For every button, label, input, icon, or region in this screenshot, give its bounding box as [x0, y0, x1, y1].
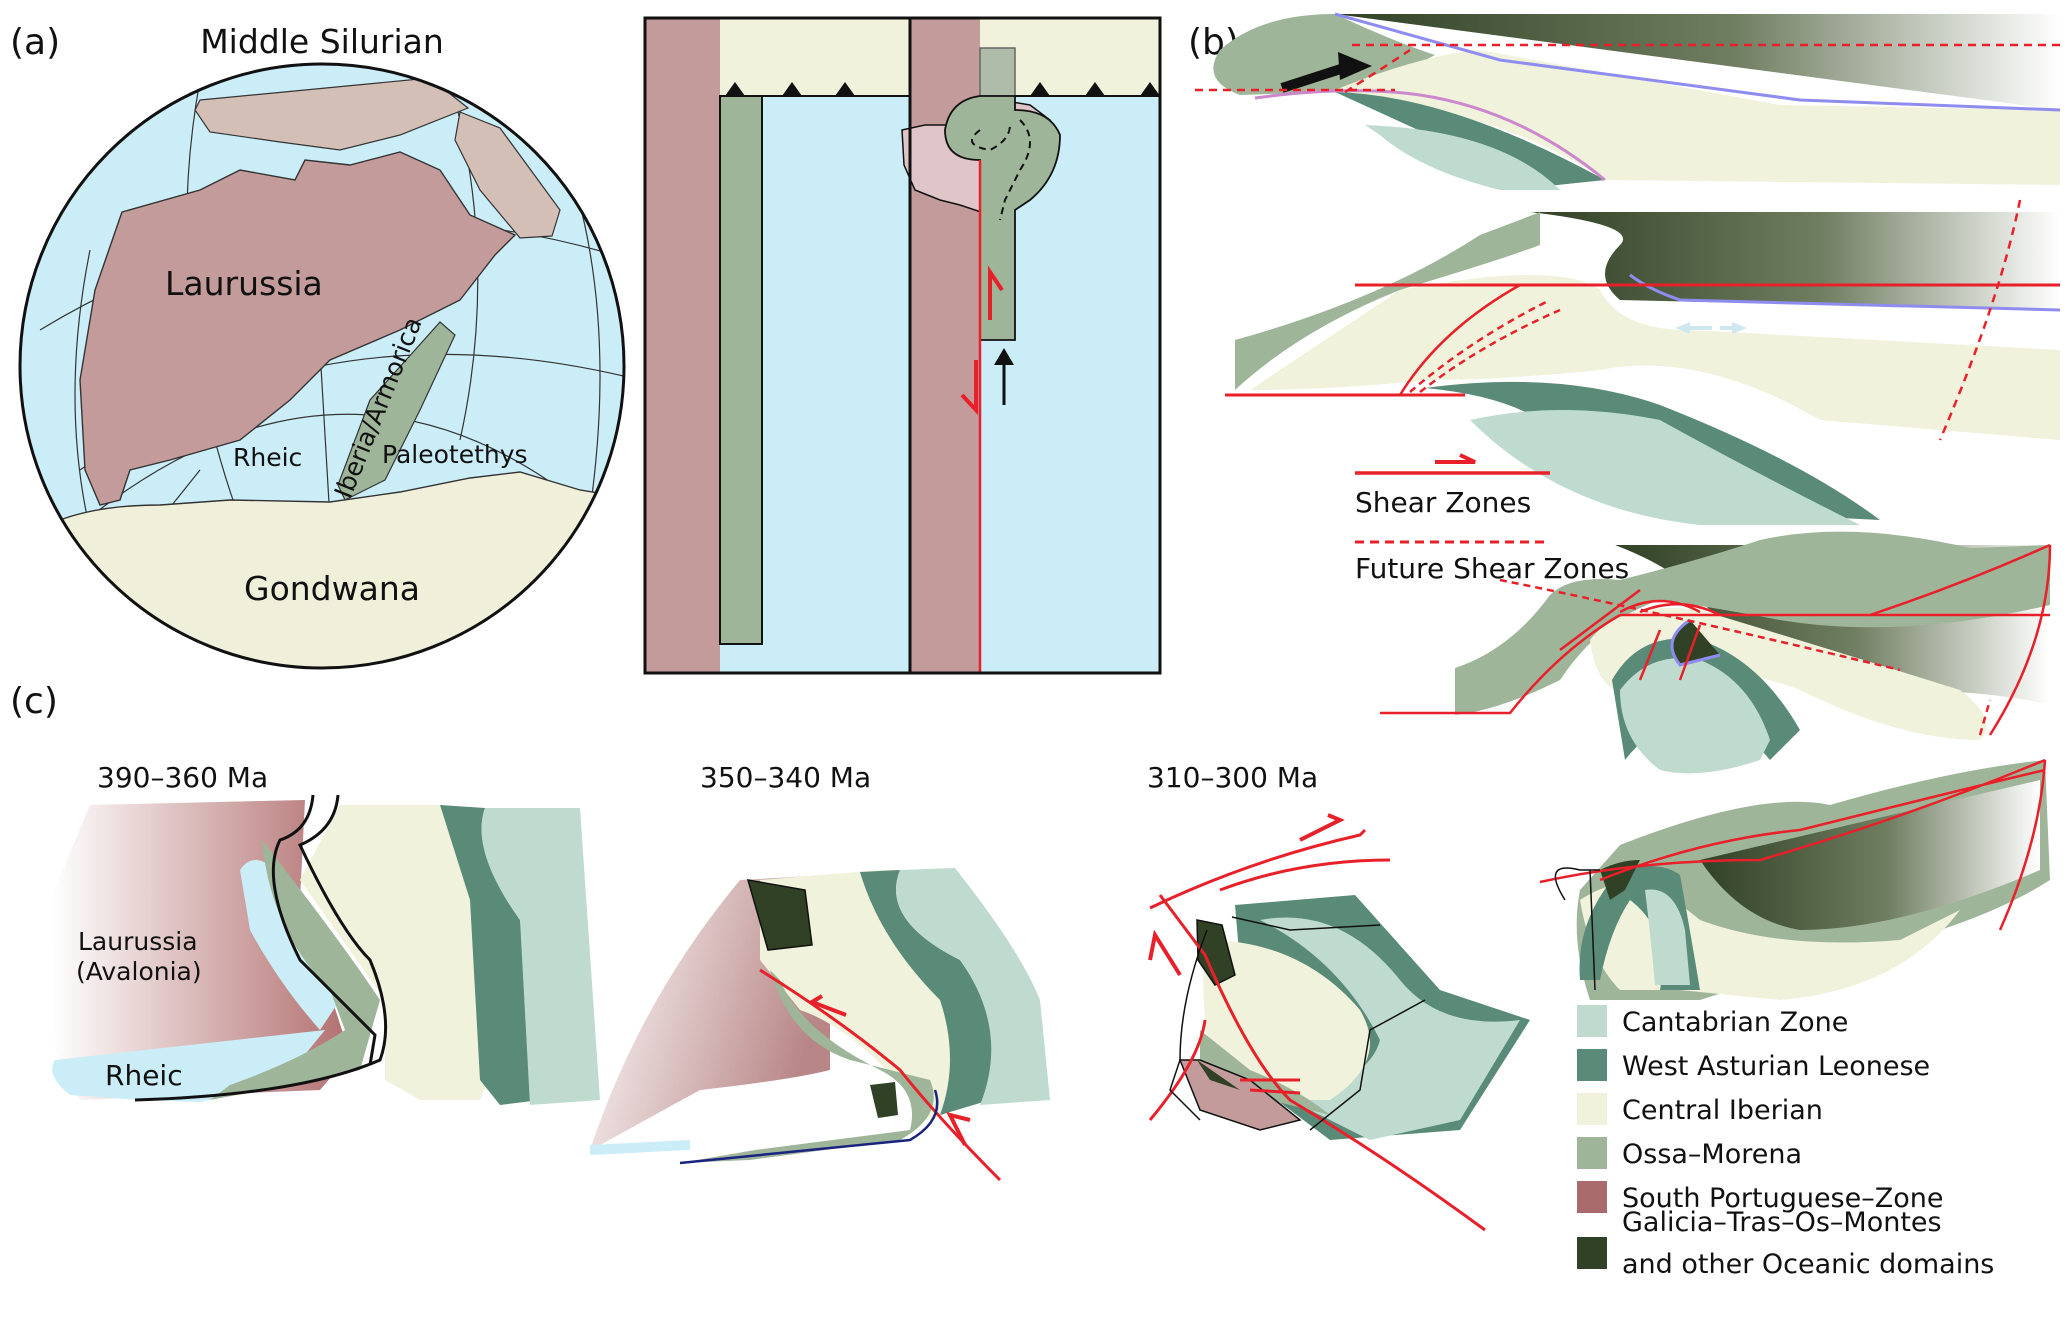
stage-1-label-avalonia: (Avalonia) [76, 957, 202, 986]
block-model-left [645, 18, 910, 673]
legend-label: Cantabrian Zone [1622, 1007, 1848, 1038]
stage-1-age: 390–360 Ma [97, 761, 268, 794]
stage-390-360: 390–360 Ma Laurussia (Avalonia) Rheic [50, 761, 600, 1105]
sinistral-arrow-up [988, 265, 1004, 320]
globe-outline [18, 62, 626, 670]
motion-arrow-head [994, 348, 1014, 365]
legend-swatch [1577, 1181, 1607, 1213]
globe [20, 64, 624, 668]
block-frame [643, 16, 1162, 675]
panel-a: (a) Middle Silurian [10, 16, 1162, 675]
oroclinal-terrane [944, 95, 1061, 341]
stage-1-label-rheic: Rheic [105, 1059, 183, 1092]
stage-310-300: 310–300 Ma [1147, 761, 1530, 1232]
legend-label: West Asturian Leonese [1622, 1051, 1930, 1082]
legend-label: Galicia–Tras–Os–Montes [1622, 1207, 1942, 1238]
panel-a-letter: (a) [10, 22, 60, 63]
sinistral-arrow-down [960, 360, 978, 416]
panel-c: (c) 390–360 Ma Laurussia (Avalonia) Rhei… [10, 681, 2050, 1280]
section-2: Shear Zones Future Shear Zones [1225, 199, 2061, 585]
block-model-right [901, 18, 1160, 673]
future-shear-zones-label: Future Shear Zones [1355, 552, 1629, 585]
extension-arrows [1675, 322, 1747, 334]
label-paleotethys: Paleotethys [382, 440, 528, 469]
label-laurussia: Laurussia [165, 264, 323, 303]
shear-zones-label: Shear Zones [1355, 486, 1531, 519]
siberia-landmass [454, 111, 561, 239]
shear-key: Shear Zones Future Shear Zones [1355, 453, 1629, 585]
legend-swatch [1577, 1137, 1607, 1169]
section-3 [1380, 531, 2052, 774]
stage-3-age: 310–300 Ma [1147, 761, 1318, 794]
stage-350-340: 350–340 Ma [589, 761, 1050, 1182]
convergence-arrow [1280, 61, 1352, 93]
subduction-teeth [725, 82, 855, 96]
laurussia-landmass [79, 151, 517, 506]
dashed-fold-trace [971, 119, 1031, 221]
label-rheic: Rheic [233, 443, 302, 472]
legend-label-line2: and other Oceanic domains [1622, 1249, 1994, 1280]
section-1 [1195, 12, 2061, 190]
legend-swatch [1577, 1049, 1607, 1081]
panel-c-letter: (c) [10, 681, 58, 722]
panel-a-title: Middle Silurian [200, 22, 444, 61]
legend-label: Ossa–Morena [1622, 1139, 1802, 1170]
stage-1-label-laurussia: Laurussia [78, 927, 198, 956]
legend-swatch [1577, 1237, 1607, 1269]
subduction-teeth-right [1030, 82, 1160, 96]
legend-label: Central Iberian [1622, 1095, 1823, 1126]
legend-label: South Portuguese–Zone [1622, 1183, 1943, 1214]
legend-swatch [1577, 1093, 1607, 1125]
legend-swatch [1577, 1005, 1607, 1037]
stage-present [1539, 758, 2050, 1000]
panel-b: (b) [1188, 12, 2061, 774]
label-gondwana: Gondwana [244, 569, 420, 608]
stage-2-age: 350–340 Ma [700, 761, 871, 794]
